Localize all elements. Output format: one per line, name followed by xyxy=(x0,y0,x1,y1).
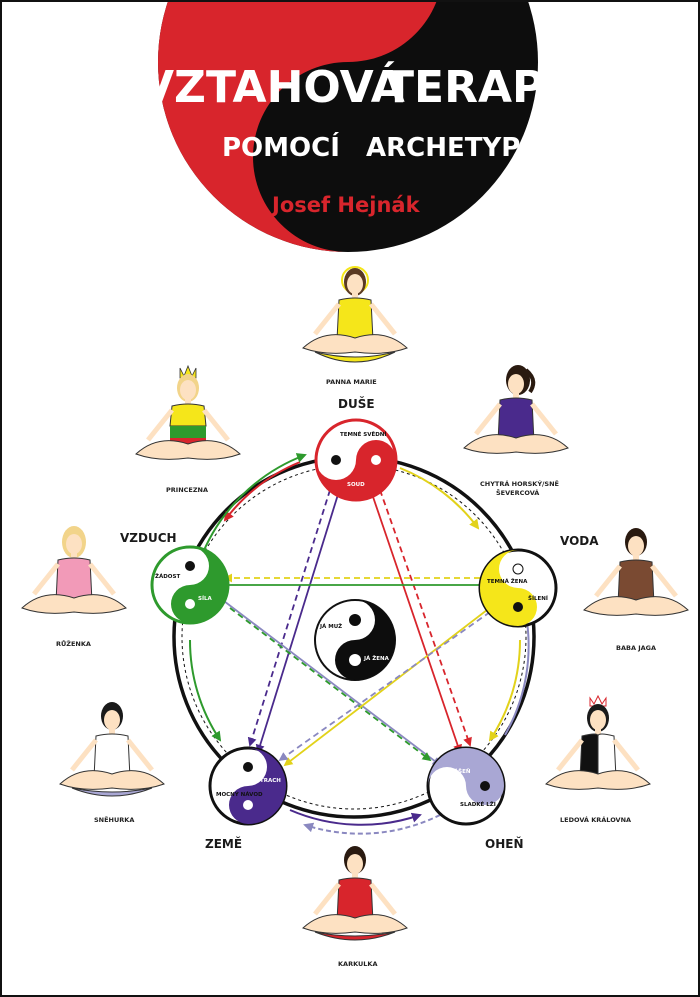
title-line1-left: VZTAHOVÁ xyxy=(140,60,405,113)
figure-panna-marie xyxy=(302,266,408,363)
element-label-voda: VODA xyxy=(560,534,599,548)
title-line1-right: TERAPIE xyxy=(384,62,591,113)
pentagram-arrows xyxy=(219,487,501,767)
center-label-right: JÁ ŽENA xyxy=(363,654,390,662)
figure-chytra xyxy=(463,365,569,454)
node-vzduch: ŽÁDOST SÍLA xyxy=(150,545,230,625)
figure-label-ledova-kralovna: LEDOVÁ KRÁLOVNA xyxy=(560,815,631,824)
center-label-left: JÁ MUŽ xyxy=(319,622,342,630)
ring-arrows xyxy=(188,453,532,835)
figure-label-princezna: PRINCEZNA xyxy=(166,486,208,494)
voda-label-right: ŠÍLENÍ xyxy=(528,594,548,602)
figure-princezna xyxy=(135,364,241,460)
element-label-duse: DUŠE xyxy=(338,396,375,411)
node-voda: TEMNÁ ŽENA ŠÍLENÍ xyxy=(478,548,558,628)
figure-label-chytra-1: CHYTRÁ HORSKÝ/SNĚ xyxy=(480,479,559,488)
figure-label-baba-jaga: BABA JAGA xyxy=(616,644,656,652)
element-label-zeme: ZEMĚ xyxy=(205,836,242,851)
duse-label-top: TEMNÉ SVĚDNÍ xyxy=(340,430,386,438)
title-line2-right: ARCHETYPŮ xyxy=(366,130,541,163)
center-yinyang: JÁ MUŽ JÁ ŽENA xyxy=(314,599,396,681)
figure-label-ruzenka: RŮŽENKA xyxy=(56,639,91,648)
zeme-label-left: MOCNÝ NÁVOD xyxy=(216,791,263,798)
figure-ledova-kralovna xyxy=(545,694,651,790)
figure-label-snehurka: SNĚHURKA xyxy=(94,815,134,824)
figure-baba-jaga xyxy=(583,528,689,616)
zeme-label-right: STRACH xyxy=(256,778,281,784)
voda-label-left: TEMNÁ ŽENA xyxy=(487,577,528,585)
figure-label-karkulka: KARKULKA xyxy=(338,960,377,968)
ohen-label-top: VÁŠEŇ xyxy=(450,767,471,775)
author-name: Josef Hejnák xyxy=(270,193,421,217)
element-label-vzduch: VZDUCH xyxy=(120,531,177,545)
title-circle xyxy=(158,2,538,252)
ohen-label-bottom: SLADKÉ LŽI xyxy=(460,800,496,808)
node-zeme: MOCNÝ NÁVOD STRACH xyxy=(208,746,288,826)
duse-label-bottom: SOUD xyxy=(347,482,365,488)
figure-label-panna-marie: PANNA MARIE xyxy=(326,378,377,386)
figure-ruzenka xyxy=(21,526,127,614)
vzduch-label-right: SÍLA xyxy=(198,594,213,602)
title-line2-left: POMOCÍ xyxy=(222,131,340,163)
node-duse: TEMNÉ SVĚDNÍ SOUD xyxy=(314,418,398,502)
figure-karkulka xyxy=(302,846,408,941)
figure-label-chytra-2: ŠEVERCOVÁ xyxy=(496,488,539,497)
figure-snehurka xyxy=(59,702,165,797)
vzduch-label-left: ŽÁDOST xyxy=(155,572,180,580)
element-label-ohen: OHEŇ xyxy=(485,836,523,851)
node-ohen: VÁŠEŇ SLADKÉ LŽI xyxy=(426,746,506,826)
